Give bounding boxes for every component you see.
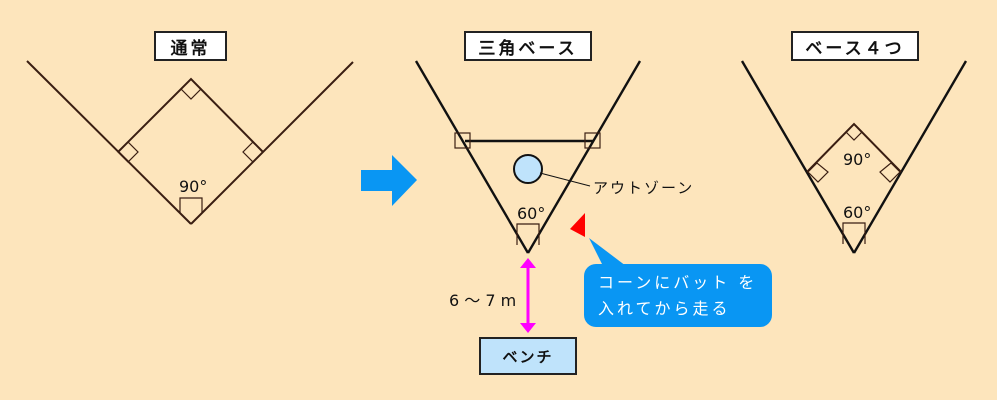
out-zone-label: アウトゾーン [593, 179, 695, 197]
cone-note-bubble: コーンにバット を 入れてから走る [584, 264, 772, 327]
base-first [242, 141, 264, 163]
cone-icon [570, 213, 585, 237]
foul-line-left [414, 60, 530, 254]
foul-line-left [26, 60, 192, 225]
foul-line-right [852, 60, 968, 254]
foul-line-left [740, 60, 856, 254]
bench-box: ベンチ [479, 337, 577, 375]
triangle-base-diagram [414, 60, 642, 254]
angle-label-90: 90° [179, 177, 208, 196]
base-first [584, 132, 601, 149]
home-plate-mark [516, 223, 540, 245]
base-third [454, 132, 471, 149]
panel-title-triangle: 三角ベース [464, 31, 592, 61]
panel-title-normal: 通常 [154, 31, 227, 61]
home-plate-mark [842, 222, 866, 244]
angle-label-90: 90° [843, 150, 872, 169]
foul-line-right [526, 60, 642, 254]
right-arrow-icon [361, 155, 417, 206]
angle-label-60: 60° [843, 203, 872, 222]
base-third [807, 162, 829, 183]
panel-title-four-bases: ベース４つ [791, 31, 919, 61]
cone-note-line-1: コーンにバット を [598, 273, 758, 292]
home-plate-mark [179, 197, 203, 213]
angle-label-60: 60° [517, 204, 546, 223]
bubble-pointer [589, 238, 626, 266]
distance-label: 6 ～ 7 m [449, 291, 517, 310]
foul-line-right [190, 61, 354, 225]
diamond-upper [117, 77, 264, 153]
out-zone-leader [539, 172, 591, 187]
distance-arrow [520, 258, 536, 333]
base-second [845, 123, 863, 141]
base-first [879, 162, 901, 183]
base-second [180, 78, 202, 100]
cone-note-line-2: 入れてから走る [598, 299, 731, 318]
base-third [117, 141, 139, 163]
normal-field-diagram [26, 60, 354, 225]
four-base-diagram [740, 60, 968, 254]
out-zone-circle [513, 154, 543, 184]
